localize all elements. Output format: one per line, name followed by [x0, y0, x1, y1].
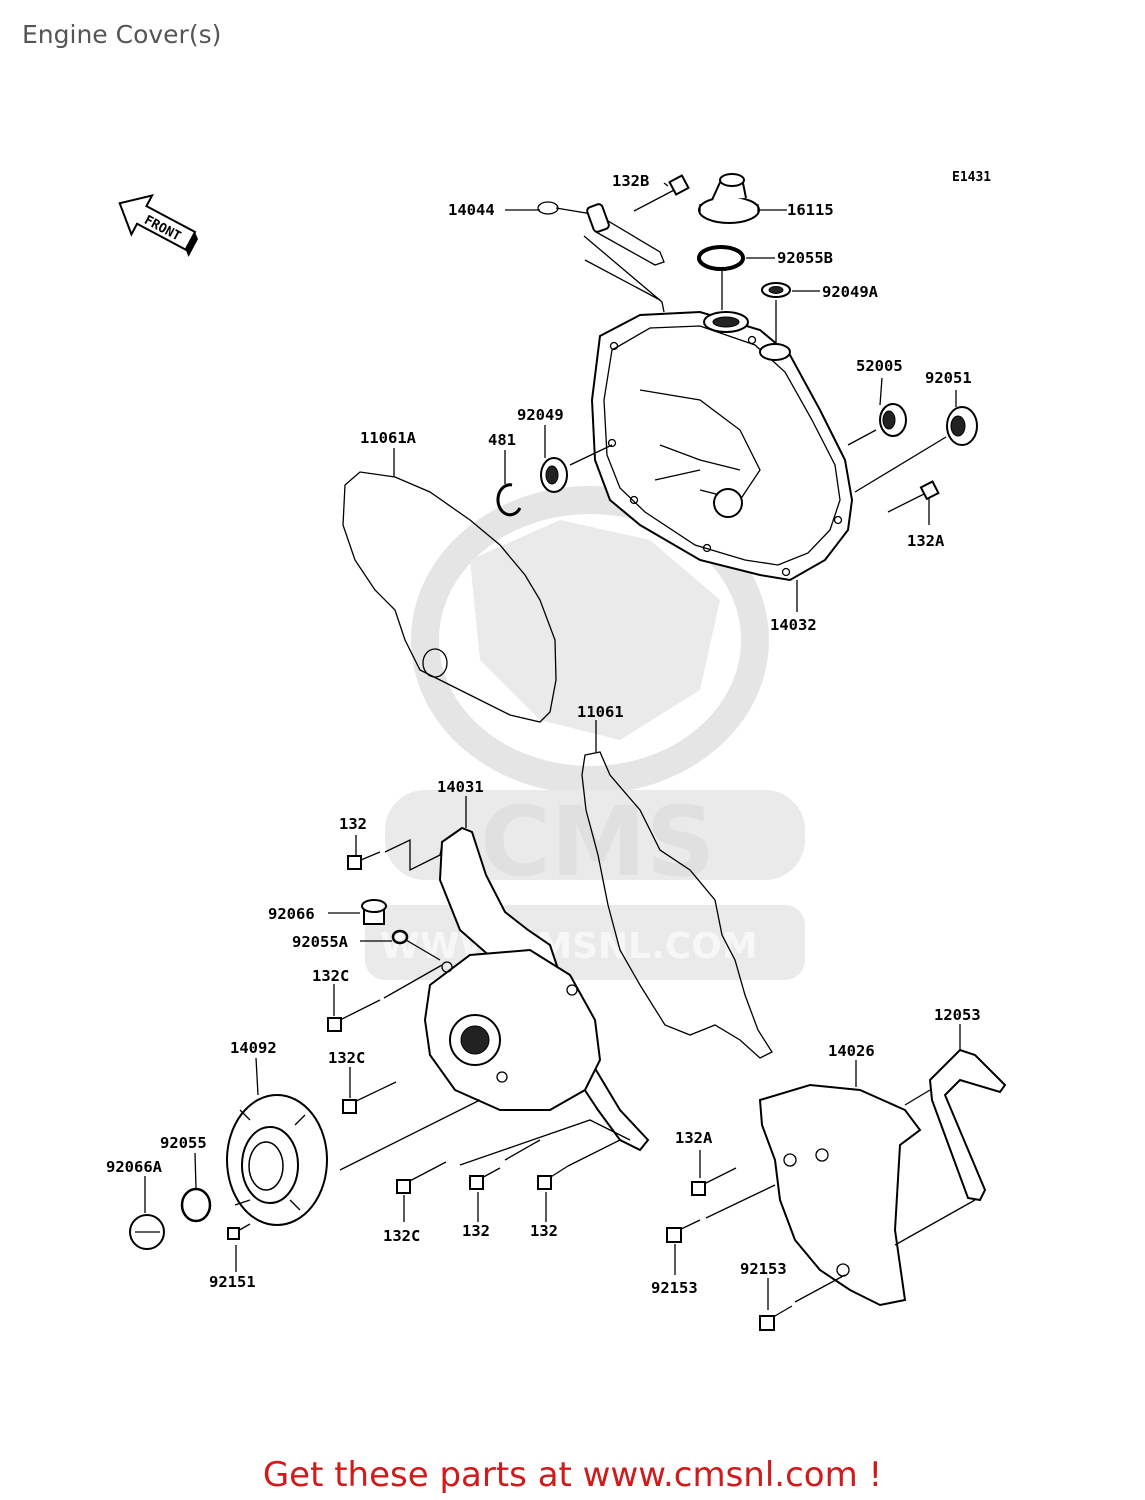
label-132C-a: 132C [312, 967, 349, 985]
oil-filler-cap-16115 [698, 173, 760, 224]
watermark-logo: CMS [480, 786, 715, 898]
footer-link[interactable]: Get these parts at www.cmsnl.com ! [262, 1455, 883, 1495]
bolt-132A-lower [691, 1167, 737, 1196]
bracket-12053 [928, 1048, 1007, 1202]
label-92049: 92049 [517, 406, 564, 424]
label-92066A: 92066A [106, 1158, 163, 1176]
label-132C-c: 132C [383, 1227, 420, 1245]
label-481: 481 [488, 431, 516, 449]
label-132-upper: 132 [339, 815, 367, 833]
clutch-cover-14032 [590, 310, 854, 582]
page-title: Engine Cover(s) [22, 20, 222, 49]
label-14092: 14092 [230, 1039, 277, 1057]
label-92049A: 92049A [822, 283, 879, 301]
oil-seal-92049 [540, 457, 568, 493]
bolt-92153-a [666, 1219, 701, 1243]
label-92055: 92055 [160, 1134, 207, 1152]
plug-92066 [361, 899, 387, 925]
gasket-11061 [581, 751, 773, 1059]
label-11061A: 11061A [360, 429, 417, 447]
bolt-132C-b [342, 1081, 397, 1114]
label-92051: 92051 [925, 369, 972, 387]
label-132-b: 132 [462, 1222, 490, 1240]
bolt-132C-c [396, 1161, 447, 1194]
part-labels: 132B 14044 16115 92055B 92049A 52005 920… [106, 172, 981, 1297]
label-16115: 16115 [787, 201, 834, 219]
label-12053: 12053 [934, 1006, 981, 1024]
watermark: CMS WWW.CMSNL.COM [365, 486, 805, 980]
label-52005: 52005 [856, 357, 903, 375]
front-arrow: FRONT [118, 194, 198, 257]
label-132A-upper: 132A [907, 532, 945, 550]
label-14044: 14044 [448, 201, 495, 219]
label-11061: 11061 [577, 703, 624, 721]
watermark-band [385, 790, 805, 880]
bolt-132A-upper [887, 480, 940, 513]
cover-14092 [226, 1094, 328, 1226]
bolt-132-upper [347, 851, 381, 870]
label-132A-lower: 132A [675, 1129, 713, 1147]
label-92151: 92151 [209, 1273, 256, 1291]
bolt-132-c [537, 1165, 569, 1190]
breather-tube-14044 [537, 201, 665, 266]
sprocket-cover-14026 [758, 1083, 922, 1307]
label-92055A: 92055A [292, 933, 349, 951]
label-132C-b: 132C [328, 1049, 365, 1067]
plug-92066A [129, 1214, 165, 1250]
bolt-92151 [227, 1223, 251, 1240]
bolt-132-b [469, 1167, 501, 1190]
oil-seal-92051 [946, 406, 978, 446]
label-14032: 14032 [770, 616, 817, 634]
label-14031: 14031 [437, 778, 484, 796]
gasket-11061A [342, 471, 557, 723]
o-ring-92055B [697, 245, 745, 271]
oil-seal-92049A [761, 282, 791, 298]
label-92055B: 92055B [777, 249, 833, 267]
watermark-url: WWW.CMSNL.COM [380, 926, 758, 967]
seal-52005 [879, 403, 907, 437]
watermark-figure [470, 520, 720, 740]
label-132-c: 132 [530, 1222, 558, 1240]
watermark-logo-ring [411, 486, 769, 794]
gasket-11061A-hole [422, 648, 448, 678]
label-92153-b: 92153 [740, 1260, 787, 1278]
label-92066: 92066 [268, 905, 315, 923]
o-ring-92055A [391, 929, 409, 945]
bolt-132C-a [327, 999, 381, 1032]
circlip-481 [496, 483, 522, 517]
label-132B: 132B [612, 172, 649, 190]
bolt-132B [633, 174, 690, 212]
diagram-ref-code: E1431 [952, 170, 991, 185]
bolt-92153-b [759, 1305, 793, 1331]
leader-lines [144, 182, 976, 1310]
label-92153-a: 92153 [651, 1279, 698, 1297]
label-14026: 14026 [828, 1042, 875, 1060]
generator-cover [423, 948, 602, 1111]
o-ring-92055 [180, 1187, 212, 1223]
